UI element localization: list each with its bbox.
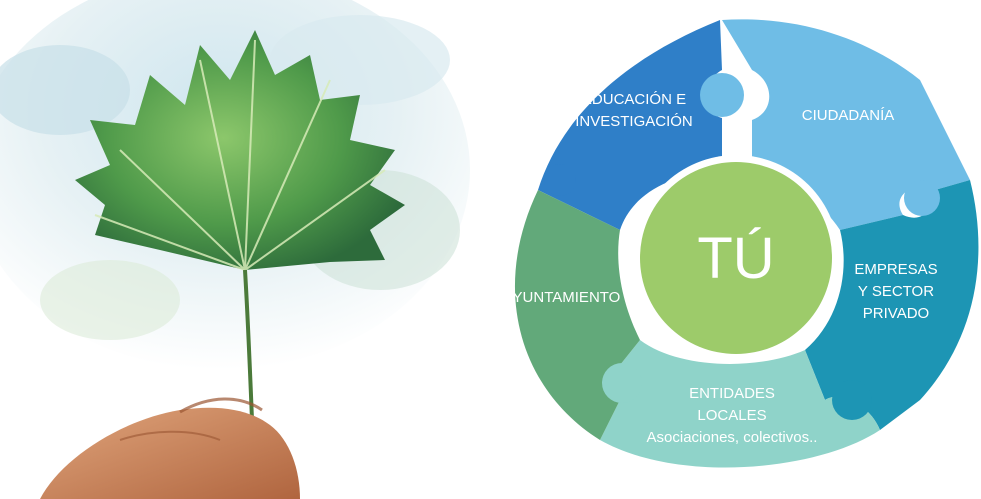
center-circle-fill [640, 162, 832, 354]
segment-business-label: PRIVADO [863, 305, 929, 322]
hand [40, 407, 300, 499]
segment-local-label: Asociaciones, colectivos.. [647, 429, 818, 446]
segment-citizenship-label: CIUDADANÍA [802, 107, 895, 124]
center-label: TÚ [697, 226, 774, 291]
segment-business [805, 180, 979, 430]
segment-business-label: Y SECTOR [858, 283, 934, 300]
segment-council [514, 190, 640, 440]
leaf-in-hand-illustration [0, 0, 470, 499]
segment-education-label: EDUCACIÓN E [582, 91, 686, 108]
segment-local-label: LOCALES [697, 407, 766, 424]
segment-local-label: ENTIDADES [689, 385, 775, 402]
segment-education-label: INVESTIGACIÓN [575, 113, 693, 130]
segment-business-label: EMPRESAS [854, 261, 937, 278]
segment-council-label: AYUNTAMIENTO [504, 289, 621, 306]
stakeholder-puzzle-diagram: TÚ EDUCACIÓN E INVESTIGACIÓN CIUDADANÍA … [504, 19, 979, 468]
segment-local [600, 340, 880, 468]
leaf-icon [75, 30, 405, 270]
